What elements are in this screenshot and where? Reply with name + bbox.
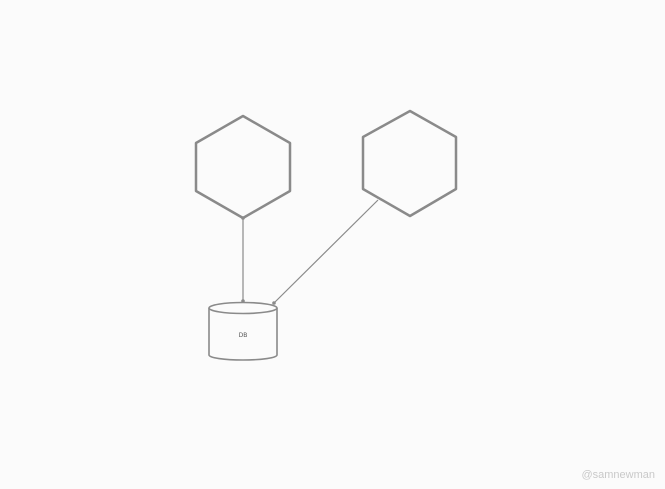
database-top: [208, 301, 278, 315]
connector-dot: [241, 299, 245, 303]
service-a-hexagon: [194, 114, 292, 220]
service-b-hexagon: [361, 109, 458, 218]
database-cylinder: DB: [208, 301, 278, 361]
edge-service-b-to-db: [273, 199, 379, 304]
database-label: DB: [239, 332, 248, 339]
connector-dot: [241, 216, 245, 220]
author-watermark: @samnewman: [581, 469, 655, 481]
connector-dot: [272, 301, 276, 305]
database-body: [208, 308, 278, 361]
